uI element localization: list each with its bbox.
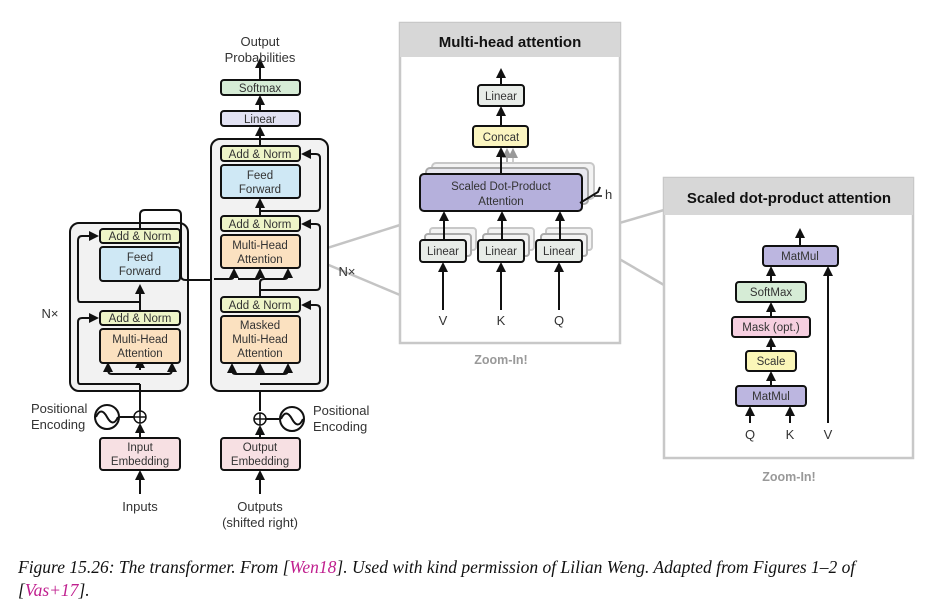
decoder-stack: Softmax Linear Output Probabilities Add … bbox=[210, 34, 369, 530]
mh-heads-label: h bbox=[605, 187, 612, 202]
caption-prefix: Figure 15.26: The transformer. From [ bbox=[18, 557, 290, 577]
encoder-feed-forward bbox=[99, 246, 181, 282]
decoder-positional-label-2: Encoding bbox=[313, 419, 367, 434]
decoder-add-norm-middle bbox=[220, 215, 301, 232]
sdpa-softmax-label: SoftMax bbox=[750, 287, 792, 299]
output-probabilities-label-2: Probabilities bbox=[225, 50, 296, 65]
sdpa-input-q: Q bbox=[745, 427, 755, 442]
decoder-add-icon bbox=[253, 412, 267, 426]
citation-wen18[interactable]: Wen18 bbox=[289, 557, 337, 577]
figure-caption: Figure 15.26: The transformer. From [Wen… bbox=[18, 556, 923, 602]
encoder-positional-label-1: Positional bbox=[31, 401, 87, 416]
encoder-add-norm-bottom bbox=[99, 310, 181, 326]
decoder-add-norm-bottom-label: Add & Norm bbox=[229, 300, 292, 312]
sdpa-matmul-top bbox=[762, 245, 839, 267]
mh-zoom-label: Zoom-In! bbox=[474, 353, 527, 367]
multi-head-panel-header bbox=[400, 23, 620, 57]
decoder-masked-label-1: Masked bbox=[240, 320, 280, 332]
input-embedding-label-2: Embedding bbox=[111, 456, 169, 468]
encoder-repeat-label: N× bbox=[42, 306, 59, 321]
sdpa-input-k: K bbox=[786, 427, 795, 442]
encoder-multi-head-attention bbox=[99, 328, 181, 364]
inputs-label: Inputs bbox=[122, 499, 158, 514]
output-probabilities-label-1: Output bbox=[240, 34, 279, 49]
encoder-add-norm-top bbox=[99, 228, 181, 244]
decoder-positional-encoding-icon bbox=[266, 406, 305, 432]
outputs-label-2: (shifted right) bbox=[222, 515, 298, 530]
mh-heads-bracket bbox=[579, 186, 601, 204]
encoder-feed-forward-label-2: Forward bbox=[119, 266, 161, 278]
decoder-mha-label-2: Attention bbox=[237, 254, 282, 266]
outputs-label-1: Outputs bbox=[237, 499, 283, 514]
sdpa-scale-label: Scale bbox=[757, 356, 786, 368]
decoder-feed-forward-label-1: Feed bbox=[247, 170, 273, 182]
mh-sdpa-label-1: Scaled Dot-Product bbox=[451, 181, 552, 193]
encoder-add-icon bbox=[133, 410, 147, 424]
linear-box bbox=[220, 110, 301, 127]
softmax-box bbox=[220, 79, 301, 96]
mh-input-arrows bbox=[438, 262, 564, 310]
encoder-feed-forward-label-1: Feed bbox=[127, 252, 153, 264]
mh-input-k: K bbox=[497, 313, 506, 328]
decoder-residual-lines bbox=[214, 58, 321, 411]
sdpa-mask-label: Mask (opt.) bbox=[742, 322, 800, 334]
decoder-masked-label-3: Attention bbox=[237, 348, 282, 360]
decoder-add-norm-top-label: Add & Norm bbox=[229, 149, 292, 161]
encoder-positional-label-2: Encoding bbox=[31, 417, 85, 432]
decoder-add-norm-middle-label: Add & Norm bbox=[229, 219, 292, 231]
input-embedding-label-1: Input bbox=[127, 442, 153, 454]
decoder-repeat-label: N× bbox=[339, 264, 356, 279]
multi-head-panel-title: Multi-head attention bbox=[439, 34, 582, 51]
mh-input-q: Q bbox=[554, 313, 564, 328]
output-embedding-label-1: Output bbox=[243, 442, 278, 454]
encoder-mha-label-2: Attention bbox=[117, 348, 162, 360]
output-embedding-label-2: Embedding bbox=[231, 456, 289, 468]
decoder-feed-forward bbox=[220, 164, 301, 199]
sdpa-matmul-bottom-label: MatMul bbox=[752, 391, 790, 403]
encoder-add-norm-bottom-label: Add & Norm bbox=[109, 313, 172, 325]
sdpa-panel-header bbox=[664, 178, 913, 215]
sdpa-input-arrows bbox=[745, 266, 833, 423]
encoder-stack: Add & Norm Feed Forward Add & Norm Multi… bbox=[31, 209, 215, 514]
sdpa-matmul-bottom bbox=[735, 385, 807, 407]
sdpa-input-v: V bbox=[824, 427, 833, 442]
sdpa-panel-title: Scaled dot-product attention bbox=[687, 190, 891, 207]
sdpa-zoom-label: Zoom-In! bbox=[762, 470, 815, 484]
mh-linear-top-label: Linear bbox=[485, 91, 517, 103]
mh-linear-v-label: Linear bbox=[427, 246, 459, 258]
mh-input-v: V bbox=[439, 313, 448, 328]
decoder-positional-label-1: Positional bbox=[313, 403, 369, 418]
mh-linear-arrows bbox=[439, 211, 565, 240]
encoder-positional-encoding-icon bbox=[94, 404, 134, 430]
multi-head-panel: Multi-head attention Linear Concat Scale… bbox=[398, 21, 622, 367]
caption-suffix: ]. bbox=[78, 580, 90, 600]
decoder-masked-attention bbox=[220, 315, 301, 364]
mh-sdpa-label-2: Attention bbox=[478, 196, 523, 208]
decoder-mha-label-1: Multi-Head bbox=[232, 240, 288, 252]
caption-middle: ]. Used with kind permission of Lilian W… bbox=[18, 557, 856, 600]
mh-linear-q-label: Linear bbox=[543, 246, 575, 258]
decoder-add-norm-bottom bbox=[220, 296, 301, 313]
softmax-label: Softmax bbox=[239, 83, 281, 95]
mh-linear-k-label: Linear bbox=[485, 246, 517, 258]
decoder-add-norm-top bbox=[220, 145, 301, 162]
decoder-feed-forward-label-2: Forward bbox=[239, 184, 281, 196]
encoder-add-norm-top-label: Add & Norm bbox=[109, 231, 172, 243]
decoder-multi-head-attention bbox=[220, 234, 301, 269]
mh-concat-label: Concat bbox=[483, 132, 520, 144]
linear-label: Linear bbox=[244, 114, 276, 126]
encoder-mha-label-1: Multi-Head bbox=[112, 334, 168, 346]
citation-vas17[interactable]: Vas+17 bbox=[24, 580, 79, 600]
decoder-masked-label-2: Multi-Head bbox=[232, 334, 288, 346]
sdpa-matmul-top-label: MatMul bbox=[781, 251, 819, 263]
sdpa-panel: Scaled dot-product attention MatMul Soft… bbox=[662, 176, 915, 484]
